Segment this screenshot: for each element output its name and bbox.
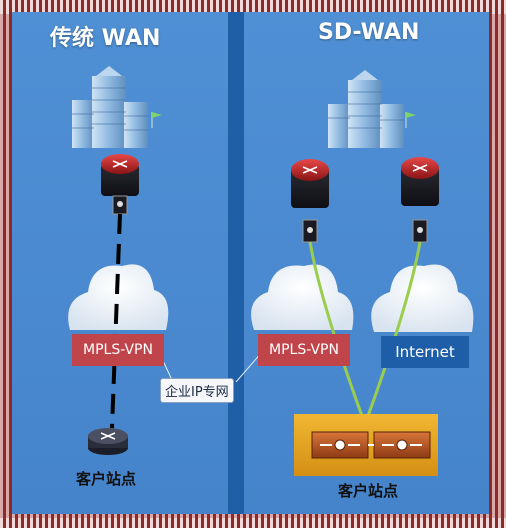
left-site-router-icon (88, 428, 128, 455)
right-router-2-icon (401, 157, 439, 243)
site-router-2-icon (373, 431, 431, 459)
right-site-label: 客户站点 (338, 482, 399, 500)
enterprise-network-callout: 企业IP专网 (160, 378, 234, 403)
right-title: SD-WAN (318, 20, 420, 45)
sd-wan-links (308, 241, 422, 417)
left-mpls-label: MPLS-VPN (72, 334, 164, 366)
site-router-1-icon (311, 431, 369, 459)
left-title: 传统 WAN (50, 26, 161, 51)
right-site-box (294, 414, 438, 476)
left-mpls-cloud-icon (68, 264, 169, 330)
internet-cloud-icon (371, 264, 474, 332)
right-headquarters-icon (328, 70, 416, 148)
left-dashed-link (110, 213, 122, 429)
right-mpls-cloud-icon (251, 264, 354, 330)
left-headquarters-icon (72, 66, 162, 148)
internet-label: Internet (381, 336, 469, 368)
right-mpls-label: MPLS-VPN (258, 334, 350, 366)
left-site-label: 客户站点 (76, 470, 137, 488)
right-router-1-icon (291, 159, 329, 243)
left-router-icon (101, 154, 139, 215)
